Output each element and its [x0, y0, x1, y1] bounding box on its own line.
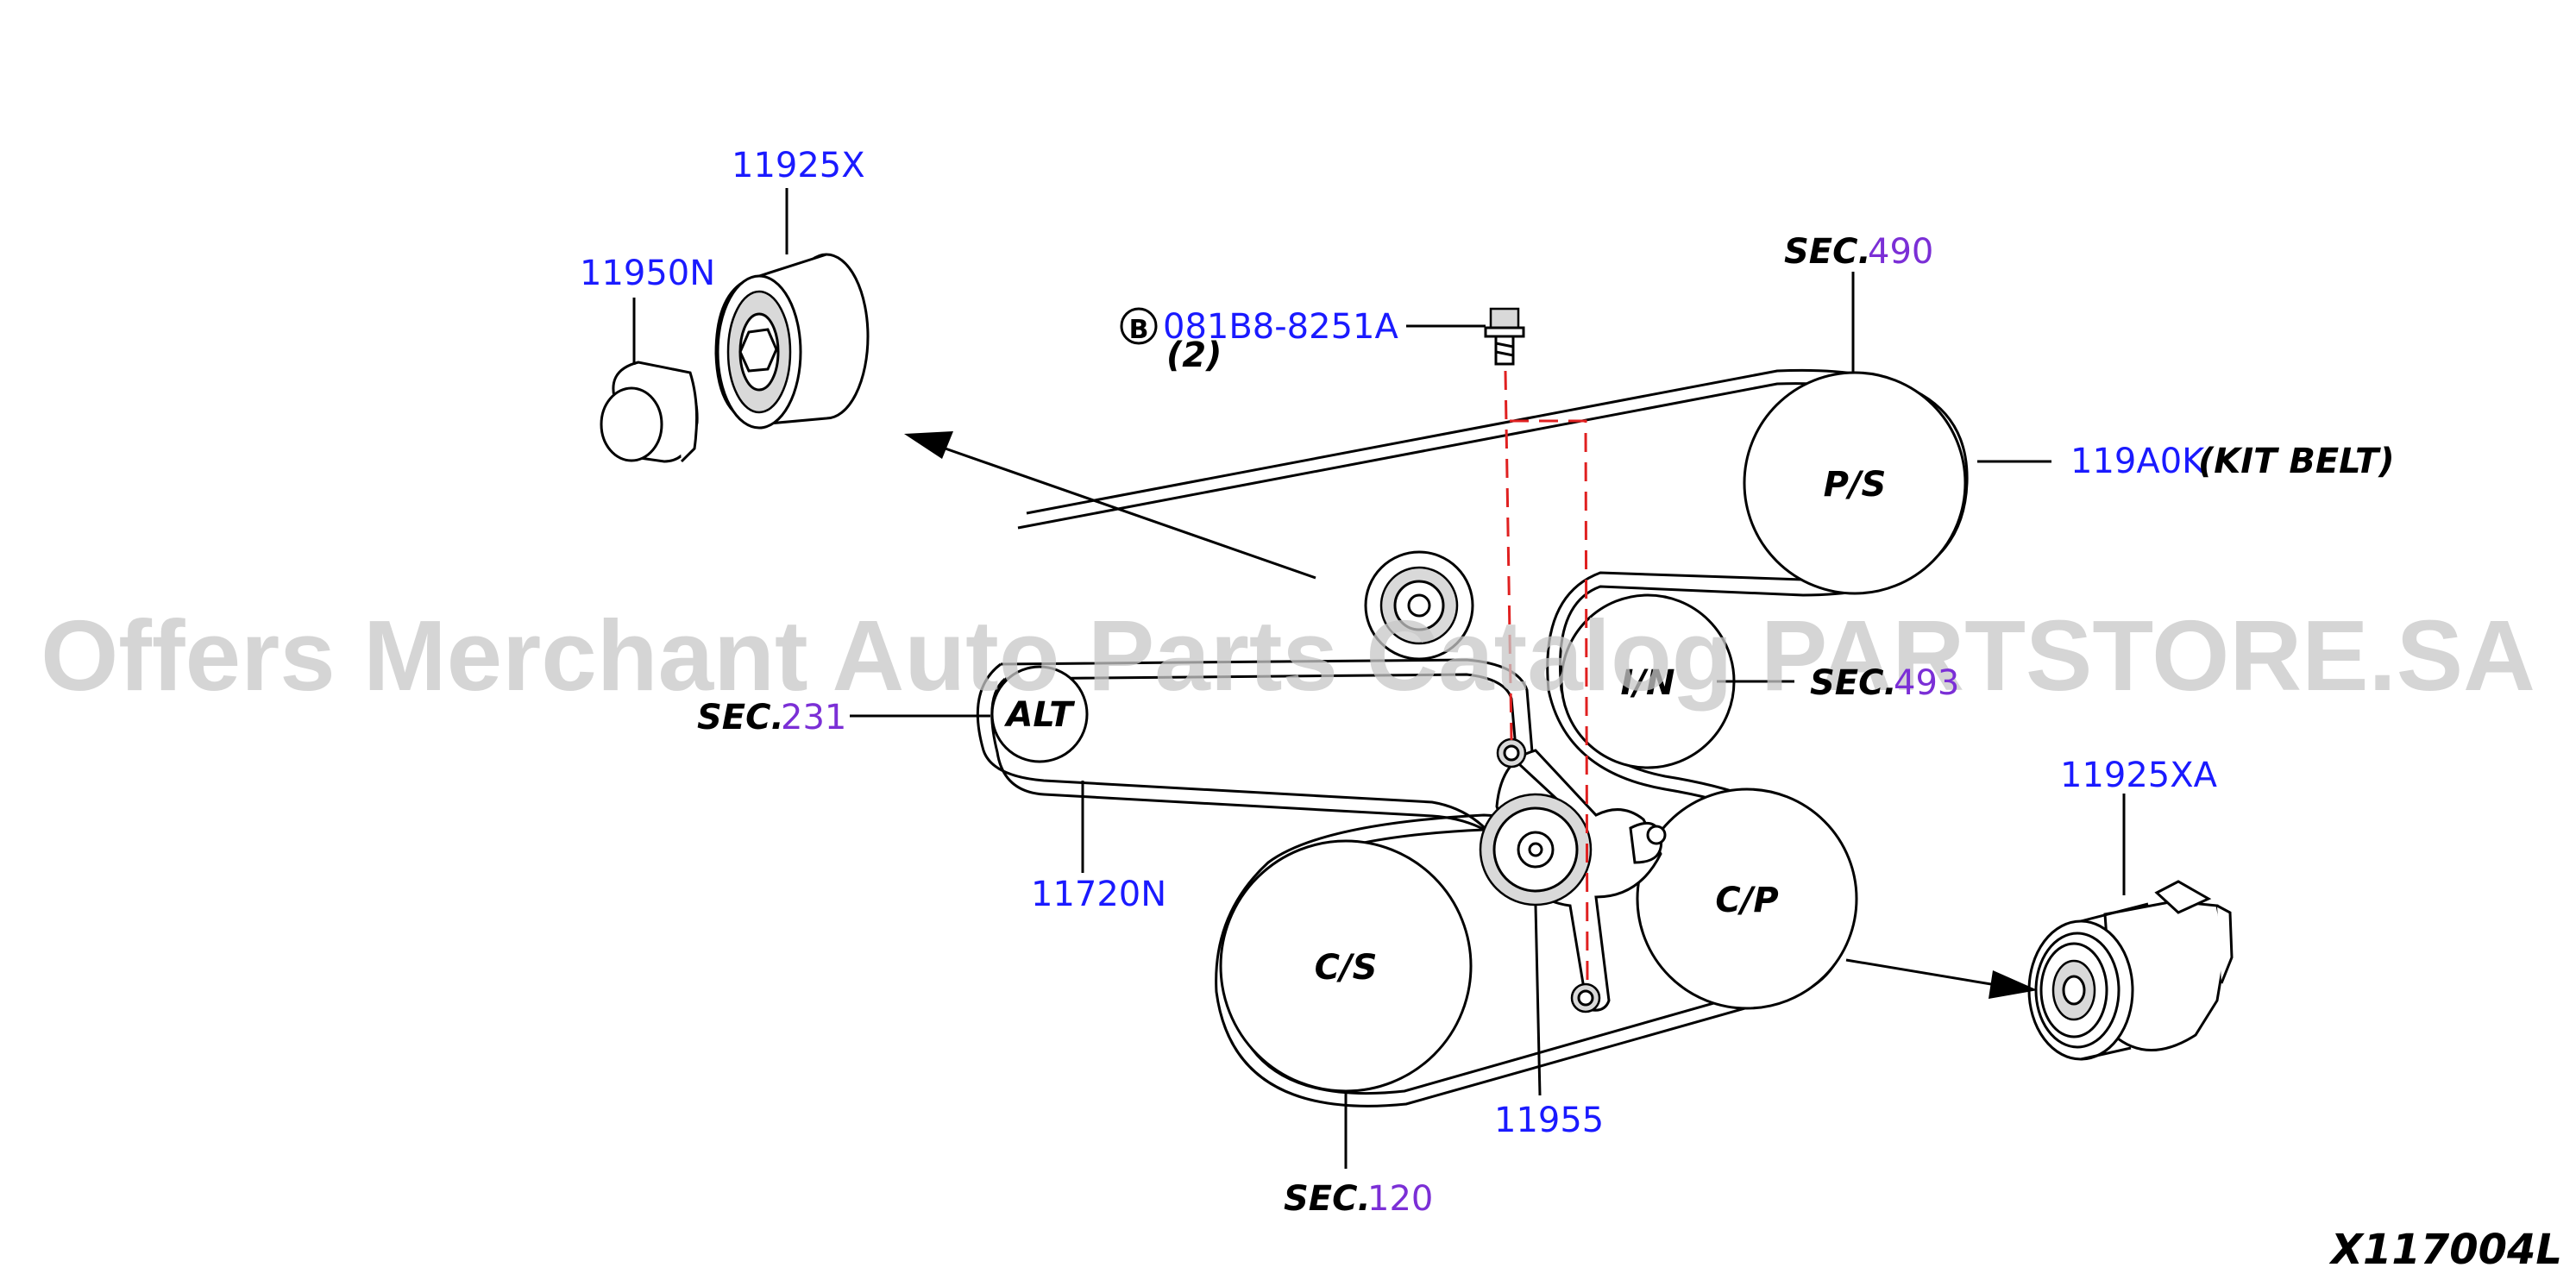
explode-arrow-pump: [1845, 958, 2038, 999]
kit-belt-callout[interactable]: 119A0K (KIT BELT): [2070, 442, 2395, 481]
watermark-text: Offers Merchant Auto Parts Catalog PARTS…: [41, 599, 2535, 712]
pulley-cp: C/P: [1636, 787, 1858, 1010]
dust-cap-11950n: [600, 361, 699, 463]
sec-490[interactable]: 490: [1868, 232, 1933, 272]
sec-prefix: SEC.: [1284, 1179, 1371, 1219]
sec-493[interactable]: 493: [1894, 663, 1959, 703]
bolt-qty: (2): [1166, 336, 1222, 375]
bolt-081b8-8251a: [1484, 307, 1525, 366]
pulley-in: I/N: [1560, 593, 1736, 769]
pulley-label-in: I/N: [1621, 663, 1675, 703]
idler-assembly-11925x: [714, 253, 870, 430]
label-11950n[interactable]: 11950N: [580, 254, 715, 293]
sec-120-callout[interactable]: SEC. 120: [1284, 1179, 1433, 1219]
leader-lines: [632, 188, 2126, 1169]
sec-prefix: SEC.: [697, 698, 784, 737]
explode-arrow-idler: [904, 431, 1316, 580]
sec-prefix: SEC.: [1810, 663, 1897, 703]
pulley-label-alt: ALT: [1003, 695, 1075, 735]
bolt-guide-lines: [1504, 370, 1589, 984]
label-119a0k[interactable]: 119A0K: [2070, 442, 2206, 481]
label-11925x[interactable]: 11925X: [732, 146, 865, 185]
label-11955[interactable]: 11955: [1494, 1101, 1604, 1140]
tensioner-11955: [1479, 737, 1667, 1013]
label-11720n[interactable]: 11720N: [1031, 875, 1166, 914]
sec-493-callout[interactable]: SEC. 493: [1810, 663, 1959, 703]
sec-231[interactable]: 231: [781, 698, 846, 737]
bolt-circle-icon: [1120, 307, 1158, 345]
bolt-callout: B 081B8-8251A (2): [1120, 307, 1398, 375]
pulley-alt: ALT: [990, 665, 1089, 763]
pulley-ps: P/S: [1743, 371, 1967, 595]
idler-pulley: [1364, 550, 1474, 661]
pulley-cs: C/S: [1219, 839, 1473, 1093]
pulley-label-ps: P/S: [1824, 465, 1887, 505]
pulley-label-cp: C/P: [1715, 881, 1778, 920]
sec-120[interactable]: 120: [1367, 1179, 1433, 1219]
pulley-label-cs: C/S: [1315, 948, 1378, 988]
sec-490-callout[interactable]: SEC. 490: [1784, 232, 1933, 272]
bolt-symbol: B: [1129, 315, 1149, 345]
kit-belt-note: (KIT BELT): [2198, 442, 2395, 481]
label-081b8-8251a[interactable]: 081B8-8251A: [1163, 307, 1398, 347]
pulley-assembly-11925xa: [2027, 880, 2234, 1061]
label-11925xa[interactable]: 11925XA: [2060, 756, 2218, 795]
sec-prefix: SEC.: [1784, 232, 1871, 272]
sec-231-callout[interactable]: SEC. 231: [697, 698, 846, 737]
diagram-code: X117004L: [2328, 1226, 2562, 1274]
